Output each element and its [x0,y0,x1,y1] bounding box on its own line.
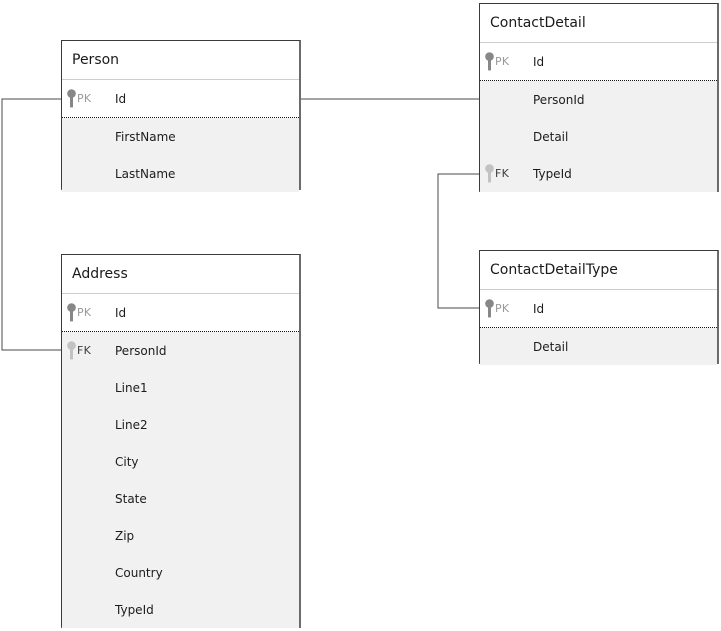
entity-pk-zone-address: PK Id [62,294,299,332]
attribute-row[interactable]: Zip [62,517,299,554]
key-tag-pk: PK [495,302,510,315]
entity-pk-zone-contactdetailtype: PK Id [480,290,717,328]
key-cell [62,118,115,155]
attribute-row[interactable]: TypeId [62,591,299,628]
entity-pk-zone-contactdetail: PK Id [480,43,717,81]
entity-body-zone-contactdetailtype: Detail [480,328,717,365]
attribute-name: Line1 [115,380,148,395]
key-cell: PK [62,80,115,117]
key-tag-pk: PK [495,55,510,68]
key-cell: PK [480,290,533,327]
attribute-row[interactable]: PK Id [62,80,299,117]
key-cell [480,81,533,118]
attribute-row[interactable]: Detail [480,328,717,365]
key-cell [480,328,533,365]
attribute-name: City [115,454,139,469]
primary-key-icon [67,89,76,108]
attribute-row[interactable]: FirstName [62,118,299,155]
primary-key-icon [67,303,76,322]
entity-title-contactdetailtype: ContactDetailType [480,251,717,290]
entity-contactdetail[interactable]: ContactDetail PK Id PersonId Det [479,3,719,192]
key-cell [62,591,115,628]
entity-person[interactable]: Person PK Id FirstName LastName [61,40,301,192]
key-cell [62,155,115,192]
entity-pk-zone-person: PK Id [62,80,299,118]
key-cell: PK [480,43,533,80]
attribute-row[interactable]: PersonId [480,81,717,118]
attribute-row[interactable]: PK Id [480,290,717,327]
key-tag-fk: FK [77,344,92,357]
attribute-name: PersonId [533,92,585,107]
attribute-row[interactable]: PK Id [62,294,299,331]
attribute-name: Id [115,91,127,106]
attribute-row[interactable]: Line1 [62,369,299,406]
key-cell [62,517,115,554]
attribute-name: Country [115,565,163,580]
attribute-name: Detail [533,129,569,144]
attribute-row[interactable]: Line2 [62,406,299,443]
key-tag-pk: PK [77,92,92,105]
key-cell: FK [62,332,115,369]
attribute-name: State [115,491,147,506]
attribute-row[interactable]: State [62,480,299,517]
attribute-name: TypeId [115,602,154,617]
attribute-row[interactable]: City [62,443,299,480]
key-cell [480,118,533,155]
attribute-name: Zip [115,528,135,543]
entity-address[interactable]: Address PK Id [61,254,301,628]
entity-body-zone-address: FK PersonId Line1 Line2 City State [62,332,299,628]
attribute-name: Detail [533,339,569,354]
key-cell [62,480,115,517]
key-cell [62,554,115,591]
key-cell [62,443,115,480]
entity-body-zone-person: FirstName LastName [62,118,299,192]
attribute-name: Id [533,301,545,316]
attribute-name: TypeId [533,166,572,181]
key-cell [62,369,115,406]
primary-key-icon [485,299,494,318]
entity-body-zone-contactdetail: PersonId Detail FK TypeId [480,81,717,192]
primary-key-icon [485,52,494,71]
attribute-row[interactable]: Detail [480,118,717,155]
attribute-row[interactable]: FK PersonId [62,332,299,369]
entity-contactdetailtype[interactable]: ContactDetailType PK Id Detail [479,250,719,365]
attribute-row[interactable]: LastName [62,155,299,192]
key-tag-pk: PK [77,306,92,319]
attribute-name: PersonId [115,343,167,358]
attribute-row[interactable]: FK TypeId [480,155,717,192]
attribute-name: FirstName [115,129,176,144]
connector-contactdetail-contactdetailtype [437,173,479,309]
foreign-key-icon [67,341,76,360]
attribute-row[interactable]: PK Id [480,43,717,80]
key-cell [62,406,115,443]
attribute-name: Id [115,305,127,320]
attribute-name: Id [533,54,545,69]
attribute-row[interactable]: Country [62,554,299,591]
attribute-name: Line2 [115,417,148,432]
entity-title-contactdetail: ContactDetail [480,4,717,43]
entity-title-address: Address [62,255,299,294]
connector-person-address [1,98,61,351]
entity-title-person: Person [62,41,299,80]
key-cell: FK [480,155,533,192]
key-tag-fk: FK [495,167,510,180]
foreign-key-icon [485,164,494,183]
key-cell: PK [62,294,115,331]
attribute-name: LastName [115,166,176,181]
